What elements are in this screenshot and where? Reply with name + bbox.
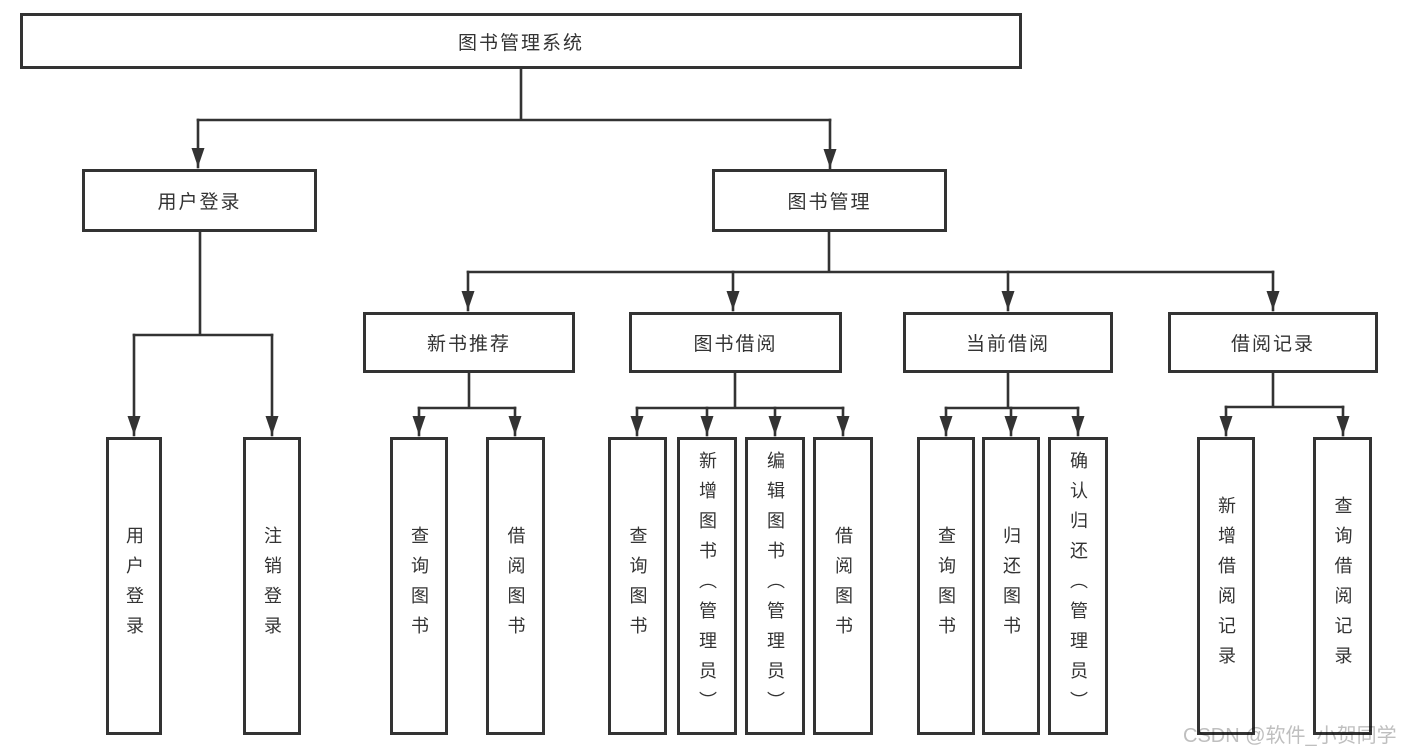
connector-root-trunk xyxy=(196,67,832,122)
leaf-logout: 注销登录 xyxy=(243,437,301,735)
leaf-add-borrow-record-label: 新增借阅记录 xyxy=(1216,496,1236,676)
leaf-current-query-book: 查询图书 xyxy=(917,437,975,735)
leaf-query-borrow-record: 查询借阅记录 xyxy=(1313,437,1372,735)
node-current-borrow-label: 当前借阅 xyxy=(965,334,1050,355)
node-book-borrow-label: 图书借阅 xyxy=(693,334,778,355)
leaf-recommend-query-book: 查询图书 xyxy=(390,437,448,735)
leaf-add-book-admin-label: 新增图书（管理员） xyxy=(697,451,717,721)
node-user-login: 用户登录 xyxy=(82,169,317,232)
node-user-login-label: 用户登录 xyxy=(157,192,242,213)
csdn-watermark: CSDN @软件_小贺同学 xyxy=(1183,725,1397,747)
leaf-current-query-book-label: 查询图书 xyxy=(936,526,956,646)
leaf-borrow-query-book: 查询图书 xyxy=(608,437,667,735)
connector-recommend-trunk xyxy=(417,371,517,410)
leaf-user-login-label: 用户登录 xyxy=(124,526,144,646)
leaf-edit-book-admin: 编辑图书（管理员） xyxy=(745,437,805,735)
node-book-management: 图书管理 xyxy=(712,169,947,232)
node-new-book-recommend: 新书推荐 xyxy=(363,312,575,373)
connector-user-trunk xyxy=(132,230,274,337)
node-borrow-records-label: 借阅记录 xyxy=(1230,334,1315,355)
leaf-recommend-query-book-label: 查询图书 xyxy=(409,526,429,646)
node-borrow-records: 借阅记录 xyxy=(1168,312,1378,373)
node-book-management-label: 图书管理 xyxy=(787,192,872,213)
node-root: 图书管理系统 xyxy=(20,13,1022,69)
leaf-logout-label: 注销登录 xyxy=(262,526,282,646)
leaf-confirm-return-admin: 确认归还（管理员） xyxy=(1048,437,1108,735)
leaf-add-book-admin: 新增图书（管理员） xyxy=(677,437,737,735)
connector-records-trunk xyxy=(1224,371,1345,409)
leaf-return-book-label: 归还图书 xyxy=(1001,526,1021,646)
leaf-query-borrow-record-label: 查询借阅记录 xyxy=(1332,496,1353,676)
connector-current-trunk xyxy=(944,371,1080,410)
leaf-borrow-book: 借阅图书 xyxy=(813,437,873,735)
leaf-recommend-borrow-book-label: 借阅图书 xyxy=(505,526,526,646)
leaf-edit-book-admin-label: 编辑图书（管理员） xyxy=(765,451,785,721)
node-new-book-recommend-label: 新书推荐 xyxy=(426,334,511,355)
leaf-return-book: 归还图书 xyxy=(982,437,1040,735)
leaf-add-borrow-record: 新增借阅记录 xyxy=(1197,437,1255,735)
node-current-borrow: 当前借阅 xyxy=(903,312,1113,373)
node-book-borrow: 图书借阅 xyxy=(629,312,842,373)
node-root-label: 图书管理系统 xyxy=(457,32,584,54)
leaf-borrow-book-label: 借阅图书 xyxy=(833,526,853,646)
leaf-confirm-return-admin-label: 确认归还（管理员） xyxy=(1068,451,1088,721)
connector-borrow-trunk xyxy=(635,371,845,410)
connector-mgmt-trunk xyxy=(466,230,1275,274)
leaf-user-login: 用户登录 xyxy=(106,437,162,735)
leaf-borrow-query-book-label: 查询图书 xyxy=(627,526,648,646)
leaf-recommend-borrow-book: 借阅图书 xyxy=(486,437,545,735)
